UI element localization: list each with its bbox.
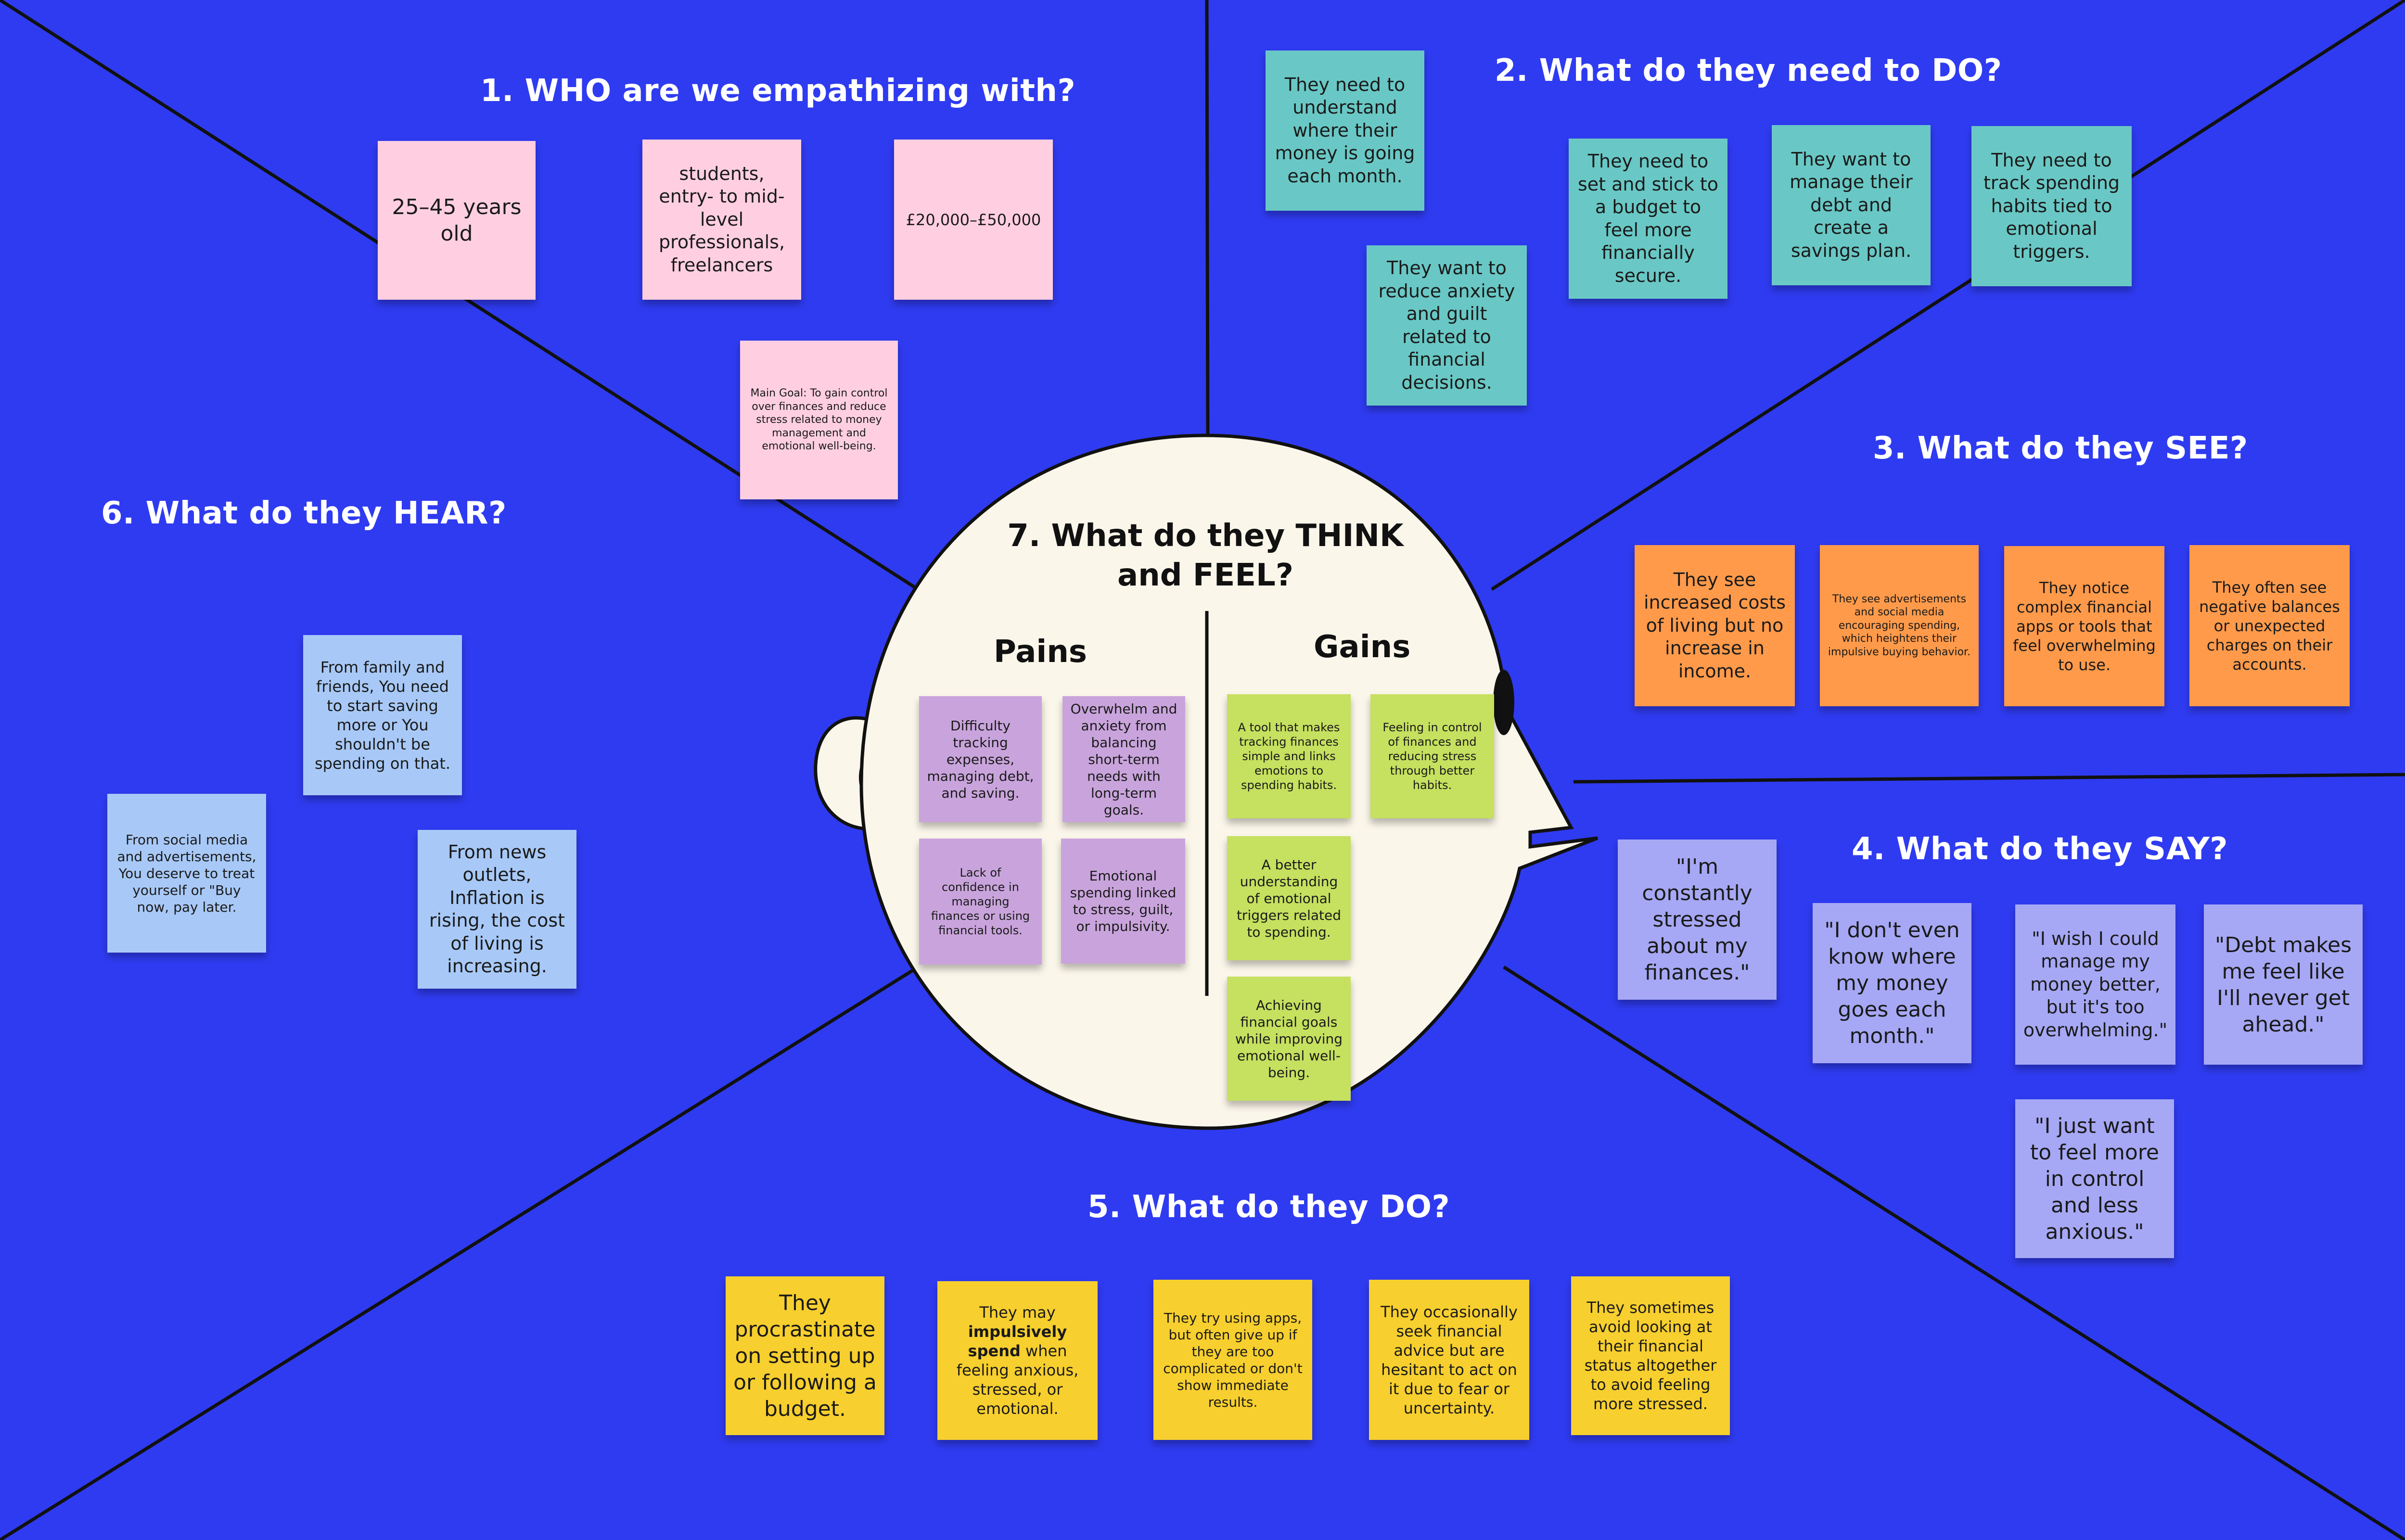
divider-line-bottom-right xyxy=(1503,966,2405,1540)
sticky-note-pain-4: Emotional spending linked to stress, gui… xyxy=(1061,839,1185,964)
sticky-note-need-4: They want to manage their debt and creat… xyxy=(1772,125,1931,285)
sticky-note-hear-2: From social media and advertisements, Yo… xyxy=(107,794,266,953)
sticky-note-do-5: They sometimes avoid looking at their fi… xyxy=(1571,1276,1730,1435)
section-heading-hear: 6. What do they HEAR? xyxy=(101,496,507,531)
sticky-note-who-goal: Main Goal: To gain control over finances… xyxy=(740,341,898,499)
sticky-note-gain-1: A tool that makes tracking finances simp… xyxy=(1227,694,1351,818)
sticky-note-need-3: They need to set and stick to a budget t… xyxy=(1569,139,1727,299)
gains-heading: Gains xyxy=(1314,629,1411,665)
section-heading-think-feel: 7. What do they THINK and FEEL? xyxy=(1007,518,1404,593)
sticky-note-see-2: They see advertisements and social media… xyxy=(1820,545,1979,706)
sticky-note-do-3: They try using apps, but often give up i… xyxy=(1153,1280,1312,1440)
sticky-note-hear-1: From family and friends, You need to sta… xyxy=(303,635,462,795)
sticky-note-need-2: They want to reduce anxiety and guilt re… xyxy=(1367,245,1527,406)
sticky-note-hear-3: From news outlets, Inflation is rising, … xyxy=(418,830,576,989)
sticky-note-see-1: They see increased costs of living but n… xyxy=(1635,545,1795,706)
sticky-note-do-4: They occasionally seek financial advice … xyxy=(1369,1280,1529,1440)
section-heading-who: 1. WHO are we empathizing with? xyxy=(480,73,1076,109)
sticky-note-see-4: They often see negative balances or unex… xyxy=(2189,545,2350,706)
sticky-note-do-1: They procrastinate on setting up or foll… xyxy=(726,1276,884,1435)
sticky-note-say-4: "Debt makes me feel like I'll never get … xyxy=(2204,904,2363,1065)
sticky-note-say-3: "I wish I could manage my money better, … xyxy=(2015,904,2175,1065)
sticky-note-gain-2: Feeling in control of finances and reduc… xyxy=(1370,694,1494,818)
section-heading-need-to-do: 2. What do they need to DO? xyxy=(1495,53,2002,89)
section-heading-say: 4. What do they SAY? xyxy=(1852,831,2228,867)
section-heading-see: 3. What do they SEE? xyxy=(1873,431,2248,466)
sticky-note-say-2: "I don't even know where my money goes e… xyxy=(1813,903,1971,1063)
divider-line-top xyxy=(1205,0,1210,436)
divider-line-top-right xyxy=(1491,0,2405,591)
sticky-note-say-5: "I just want to feel more in control and… xyxy=(2015,1099,2174,1258)
divider-line-right xyxy=(1573,773,2405,784)
sticky-note-who-income: £20,000–£50,000 xyxy=(894,140,1053,300)
sticky-note-need-5: They need to track spending habits tied … xyxy=(1971,126,2132,286)
sticky-note-pain-3: Lack of confidence in managing finances … xyxy=(919,839,1042,965)
sticky-note-do-2-text: They may impulsively spend when feeling … xyxy=(956,1303,1079,1418)
sticky-note-do-2: They may impulsively spend when feeling … xyxy=(937,1281,1098,1440)
sticky-note-pain-2: Overwhelm and anxiety from balancing sho… xyxy=(1062,696,1185,822)
sticky-note-need-1: They need to understand where their mone… xyxy=(1266,51,1424,211)
sticky-note-pain-1: Difficulty tracking expenses, managing d… xyxy=(919,696,1042,822)
divider-line-bottom-left xyxy=(0,968,915,1540)
section-heading-do: 5. What do they DO? xyxy=(1087,1189,1450,1225)
pains-heading: Pains xyxy=(994,634,1087,670)
sticky-note-say-1: "I'm constantly stressed about my financ… xyxy=(1618,840,1777,1000)
sticky-note-gain-4: Achieving financial goals while improvin… xyxy=(1227,977,1351,1101)
sticky-note-who-age: 25–45 years old xyxy=(378,141,536,300)
eye xyxy=(1493,670,1514,735)
sticky-note-see-3: They notice complex financial apps or to… xyxy=(2004,546,2164,706)
sticky-note-who-role: students, entry- to mid-level profession… xyxy=(642,140,801,300)
sticky-note-gain-3: A better understanding of emotional trig… xyxy=(1227,836,1351,960)
